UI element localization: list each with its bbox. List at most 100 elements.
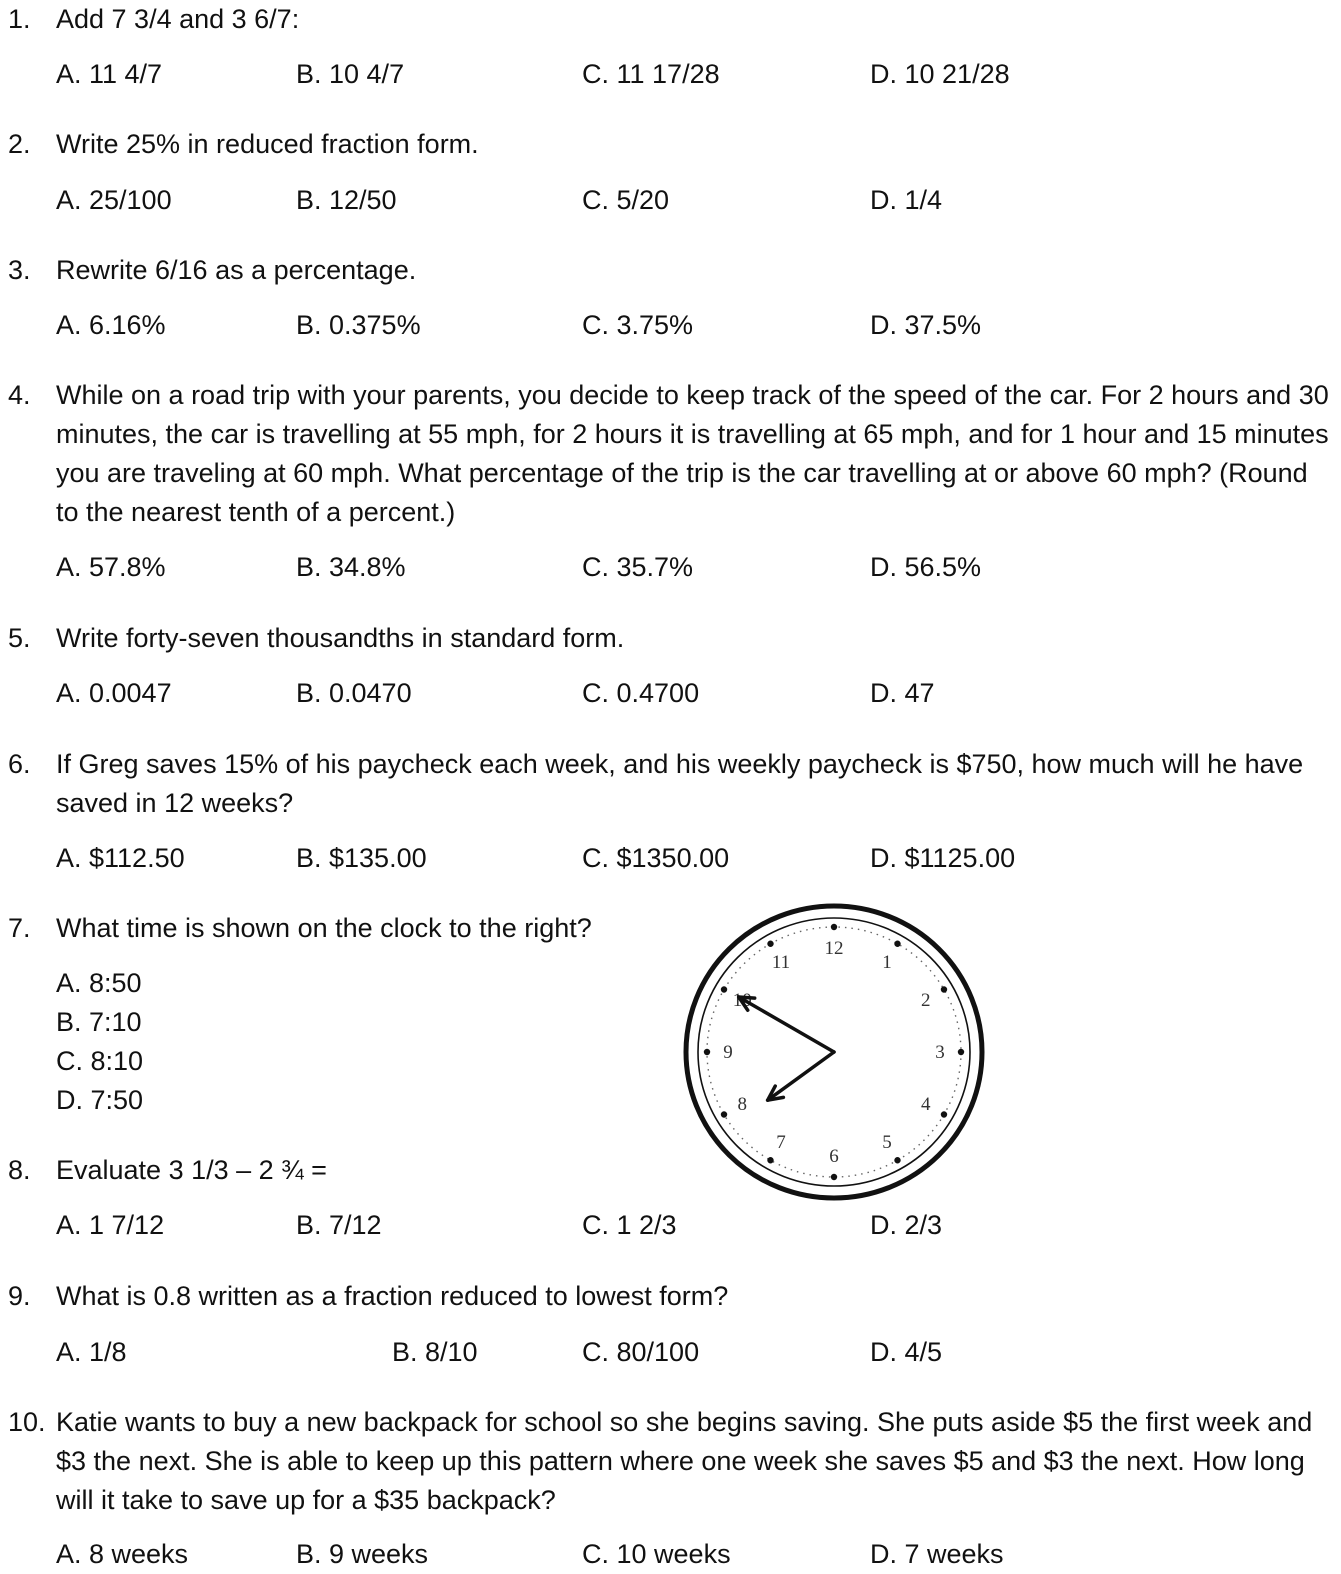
hour-dot	[720, 986, 728, 993]
option-d[interactable]: D. 56.5%	[870, 552, 982, 582]
clock-numeral-8: 8	[737, 1094, 747, 1115]
minute-hand-arrowhead	[736, 995, 757, 1012]
option-d[interactable]: D. 7:50	[56, 1085, 144, 1115]
hour-dot	[830, 923, 838, 931]
question-number: 1.	[8, 4, 31, 34]
hour-dot	[767, 940, 774, 947]
option-c[interactable]: C. 80/100	[582, 1337, 700, 1367]
option-a[interactable]: A. 6.16%	[56, 310, 166, 340]
hour-dot	[767, 1157, 774, 1164]
option-b[interactable]: B. 7:10	[56, 1007, 142, 1037]
option-a[interactable]: A. 25/100	[56, 185, 172, 215]
option-b[interactable]: B. $135.00	[296, 843, 427, 873]
question-number: 8.	[8, 1155, 31, 1185]
question-text: Evaluate 3 1/3 – 2 ¾ =	[56, 1155, 327, 1185]
clock-numerals: 12 1 2 3 4 5 6 7 8 9 10 11	[723, 938, 945, 1167]
hour-dot	[940, 986, 948, 993]
hour-dot	[894, 940, 901, 947]
option-d[interactable]: D. 10 21/28	[870, 59, 1010, 89]
option-d[interactable]: D. 2/3	[870, 1210, 943, 1240]
question-number: 10.	[8, 1407, 46, 1437]
options-5: A. 0.0047 B. 0.0470 C. 0.4700 D. 47	[56, 673, 1256, 713]
option-c[interactable]: C. $1350.00	[582, 843, 730, 873]
clock-numeral-2: 2	[921, 990, 931, 1011]
option-b[interactable]: B. 8/10	[392, 1337, 478, 1367]
question-number: 5.	[8, 623, 31, 653]
question-text: While on a road trip with your parents, …	[56, 380, 1329, 527]
question-10: 10. Katie wants to buy a new backpack fo…	[8, 1403, 1333, 1520]
option-b[interactable]: B. 12/50	[296, 185, 397, 215]
option-c[interactable]: C. 8:10	[56, 1046, 144, 1076]
option-a[interactable]: A. 57.8%	[56, 552, 166, 582]
option-a[interactable]: A. 11 4/7	[56, 59, 163, 89]
question-3: 3. Rewrite 6/16 as a percentage.	[8, 251, 1333, 290]
options-4: A. 57.8% B. 34.8% C. 35.7% D. 56.5%	[56, 547, 1256, 587]
question-text: Write forty-seven thousandths in standar…	[56, 623, 625, 653]
clock-hour-dots	[703, 923, 965, 1181]
question-text: Katie wants to buy a new backpack for sc…	[56, 1407, 1313, 1515]
option-a[interactable]: A. 1/8	[56, 1337, 127, 1367]
question-8: 8. Evaluate 3 1/3 – 2 ¾ =	[8, 1151, 668, 1190]
question-number: 7.	[8, 913, 31, 943]
clock-numeral-4: 4	[921, 1094, 931, 1115]
option-a[interactable]: A. 0.0047	[56, 678, 172, 708]
option-a[interactable]: A. $112.50	[56, 843, 185, 873]
hour-dot	[703, 1048, 711, 1056]
hour-dot	[957, 1048, 965, 1056]
option-b[interactable]: B. 0.0470	[296, 678, 412, 708]
option-d[interactable]: D. 47	[870, 678, 935, 708]
options-3: A. 6.16% B. 0.375% C. 3.75% D. 37.5%	[56, 305, 1256, 345]
question-2: 2. Write 25% in reduced fraction form.	[8, 125, 1333, 164]
option-d[interactable]: D. 37.5%	[870, 310, 982, 340]
option-c[interactable]: C. 1 2/3	[582, 1210, 677, 1240]
clock-numeral-9: 9	[723, 1042, 733, 1063]
hour-dot	[720, 1111, 728, 1118]
question-number: 2.	[8, 129, 31, 159]
hour-hand	[765, 1050, 836, 1102]
option-c[interactable]: C. 5/20	[582, 185, 670, 215]
question-1: 1. Add 7 3/4 and 3 6/7:	[8, 0, 1333, 39]
clock-numeral-1: 1	[882, 952, 892, 973]
option-b[interactable]: B. 34.8%	[296, 552, 406, 582]
question-number: 9.	[8, 1281, 31, 1311]
option-c[interactable]: C. 11 17/28	[582, 59, 720, 89]
option-b[interactable]: B. 7/12	[296, 1210, 382, 1240]
option-b[interactable]: B. 0.375%	[296, 310, 421, 340]
option-b[interactable]: B. 9 weeks	[296, 1539, 429, 1569]
option-c[interactable]: C. 10 weeks	[582, 1539, 731, 1569]
question-4: 4. While on a road trip with your parent…	[8, 376, 1333, 532]
option-c[interactable]: C. 35.7%	[582, 552, 694, 582]
option-a[interactable]: A. 8 weeks	[56, 1539, 189, 1569]
clock-numeral-11: 11	[772, 952, 790, 973]
option-c[interactable]: C. 0.4700	[582, 678, 700, 708]
question-5: 5. Write forty-seven thousandths in stan…	[8, 619, 1333, 658]
options-9: A. 1/8 B. 8/10 C. 80/100 D. 4/5	[56, 1332, 1256, 1372]
question-text: What is 0.8 written as a fraction reduce…	[56, 1281, 729, 1311]
minute-hand	[736, 995, 836, 1054]
option-d[interactable]: D. 1/4	[870, 185, 943, 215]
question-number: 6.	[8, 749, 31, 779]
question-9: 9. What is 0.8 written as a fraction red…	[8, 1277, 1333, 1316]
options-6: A. $112.50 B. $135.00 C. $1350.00 D. $11…	[56, 838, 1256, 878]
question-text: Add 7 3/4 and 3 6/7:	[56, 4, 300, 34]
analog-clock: 12 1 2 3 4 5 6 7 8 9 10 11	[683, 903, 985, 1201]
question-number: 3.	[8, 255, 31, 285]
option-d[interactable]: D. $1125.00	[870, 843, 1016, 873]
options-10: A. 8 weeks B. 9 weeks C. 10 weeks D. 7 w…	[56, 1534, 1256, 1574]
clock-numeral-7: 7	[776, 1132, 786, 1153]
option-b[interactable]: B. 10 4/7	[296, 59, 405, 89]
option-a[interactable]: A. 8:50	[56, 968, 142, 998]
clock-numeral-5: 5	[882, 1132, 892, 1153]
option-c[interactable]: C. 3.75%	[582, 310, 694, 340]
clock-numeral-3: 3	[935, 1042, 945, 1063]
question-7: 7. What time is shown on the clock to th…	[8, 909, 668, 948]
hour-dot	[830, 1173, 838, 1181]
clock-numeral-12: 12	[825, 938, 844, 959]
question-text: Write 25% in reduced fraction form.	[56, 129, 479, 159]
hour-dot	[940, 1111, 948, 1118]
option-d[interactable]: D. 4/5	[870, 1337, 943, 1367]
option-a[interactable]: A. 1 7/12	[56, 1210, 165, 1240]
question-text: Rewrite 6/16 as a percentage.	[56, 255, 417, 285]
options-1: A. 11 4/7 B. 10 4/7 C. 11 17/28 D. 10 21…	[56, 54, 1256, 94]
option-d[interactable]: D. 7 weeks	[870, 1539, 1004, 1569]
